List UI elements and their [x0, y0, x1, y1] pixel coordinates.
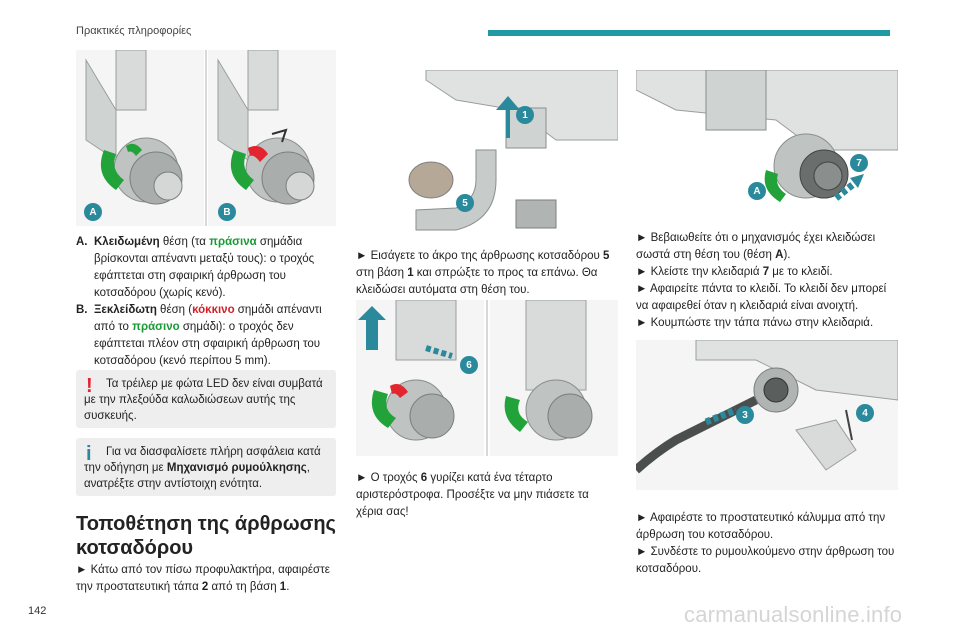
header-accent-bar: [488, 30, 890, 36]
callout-1: 1: [516, 106, 534, 124]
lock-key-diagram: [636, 70, 898, 202]
label-a-marker: A: [84, 203, 102, 221]
list-item-a: A. Κλειδωμένη θέση (τα πράσινα σημάδια β…: [76, 236, 315, 299]
callout-7: 7: [850, 154, 868, 172]
warning-icon: !: [86, 375, 93, 397]
warning-note-text: Τα τρέιλερ με φώτα LED δεν είναι συμβατά…: [84, 378, 323, 422]
step-check-lock: ► Βεβαιωθείτε ότι ο μηχανισμός έχει κλει…: [636, 232, 876, 261]
connect-steps: ► Αφαιρέστε το προστατευτικό κάλυμμα από…: [636, 510, 898, 578]
step-wheel-rotate: ► Ο τροχός 6 γυρίζει κατά ένα τέταρτο αρ…: [356, 472, 589, 518]
illustration-insert-ball: 1 5: [356, 70, 618, 236]
step-remove-cover: ► Αφαιρέστε το προστατευτικό κάλυμμα από…: [636, 512, 886, 541]
list-item-b: B. Ξεκλείδωτη θέση (κόκκινο σημάδι απένα…: [76, 304, 322, 367]
wheel-diagram: [76, 50, 336, 226]
lock-steps: ► Βεβαιωθείτε ότι ο μηχανισμός έχει κλει…: [636, 230, 898, 332]
lock-state-list: A. Κλειδωμένη θέση (τα πράσινα σημάδια β…: [76, 234, 336, 370]
section-header: Πρακτικές πληροφορίες: [76, 25, 192, 37]
step-remove-key: ► Αφαιρείτε πάντα το κλειδί. Το κλειδί δ…: [636, 283, 887, 312]
illustration-lock-key: 7 A: [636, 70, 898, 218]
illustration-locked-unlocked: A B: [76, 50, 336, 226]
illustration-connect-trailer: 3 4: [636, 340, 898, 490]
label-b-marker: B: [218, 203, 236, 221]
info-note: i Για να διασφαλίσετε πλήρη ασφάλεια κατ…: [76, 438, 336, 496]
illustration-wheel-rotate: 6: [356, 300, 618, 456]
towbar-insert-diagram: [408, 70, 618, 231]
page-number: 142: [28, 605, 47, 617]
step-fit-cap: ► Κουμπώστε την τάπα πάνω στην κλειδαριά…: [636, 317, 874, 329]
step-remove-cap: ► Κάτω από τον πίσω προφυλακτήρα, αφαιρέ…: [76, 564, 330, 593]
watermark: carmanualsonline.info: [684, 602, 903, 627]
step-close-lock: ► Κλείστε την κλειδαριά 7 με το κλειδί.: [636, 266, 833, 278]
callout-4: 4: [856, 404, 874, 422]
warning-note: ! Τα τρέιλερ με φώτα LED δεν είναι συμβα…: [76, 370, 336, 428]
step-connect-trailer: ► Συνδέστε το ρυμουλκούμενο στην άρθρωση…: [636, 546, 895, 575]
callout-a: A: [748, 182, 766, 200]
info-icon: i: [86, 443, 92, 465]
callout-5: 5: [456, 194, 474, 212]
connector-diagram: [636, 340, 898, 490]
callout-3: 3: [736, 406, 754, 424]
wheel-rotate-diagram: [356, 300, 618, 456]
section-title: Τοποθέτηση της άρθρωσης κοτσαδόρου: [76, 513, 336, 559]
callout-6: 6: [460, 356, 478, 374]
step-insert-ball: ► Εισάγετε το άκρο της άρθρωσης κοτσαδόρ…: [356, 250, 610, 296]
